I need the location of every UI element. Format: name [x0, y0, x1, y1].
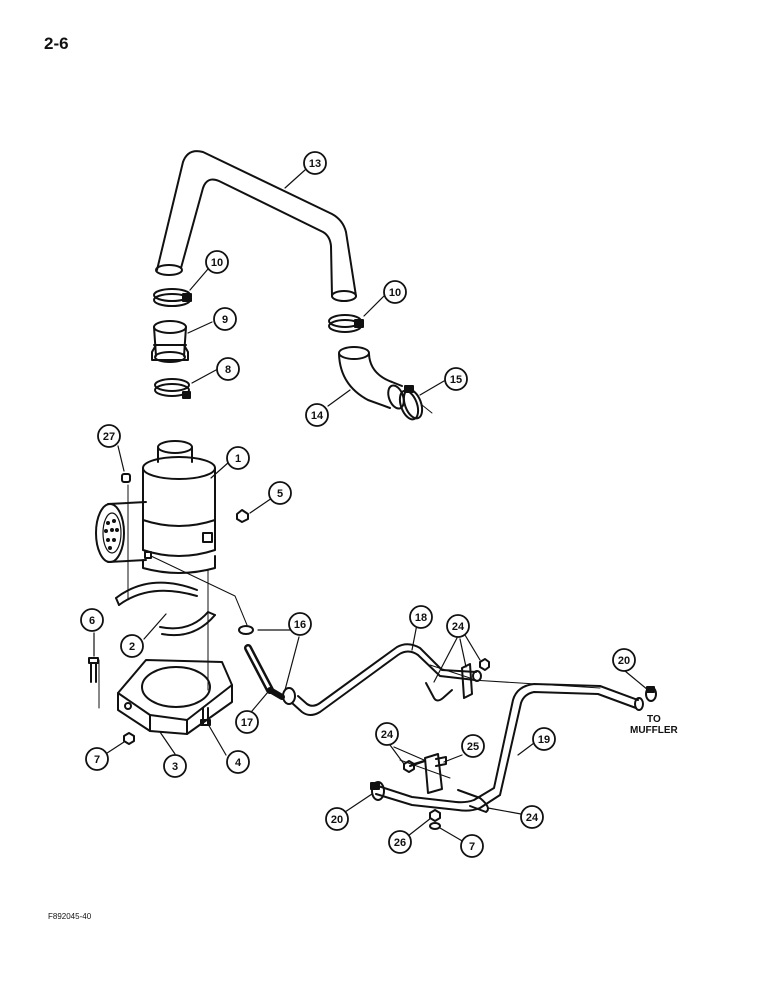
svg-text:15: 15: [450, 374, 462, 386]
callout-5: 5: [268, 481, 292, 505]
destination-line2: MUFFLER: [630, 725, 678, 736]
callout-7-right: 7: [460, 834, 484, 858]
callout-8: 8: [216, 357, 240, 381]
figure-code: F892045-40: [48, 912, 92, 921]
svg-text:24: 24: [381, 729, 394, 741]
leader-lines: [93, 169, 649, 843]
svg-text:13: 13: [309, 158, 321, 170]
callout-16: 16: [288, 612, 312, 636]
svg-text:27: 27: [103, 431, 115, 443]
callout-20-muffler: 20: [612, 648, 636, 672]
clip-lower: [403, 760, 425, 773]
air-intake-pipe: [155, 150, 357, 302]
bolt: [88, 657, 99, 683]
bracket: [409, 753, 447, 794]
callout-25: 25: [461, 734, 485, 758]
svg-text:10: 10: [211, 257, 223, 269]
svg-text:20: 20: [331, 814, 343, 826]
mounting-plate: [117, 659, 233, 735]
washer-right: [429, 822, 441, 830]
svg-text:14: 14: [311, 410, 324, 422]
callout-9: 9: [213, 307, 237, 331]
svg-text:1: 1: [235, 453, 241, 465]
callout-24-ubolt: 24: [520, 805, 544, 829]
rubber-elbow: [338, 346, 405, 410]
callout-2: 2: [120, 634, 144, 658]
callout-7-left: 7: [85, 747, 109, 771]
callout-1: 1: [226, 446, 250, 470]
callout-4: 4: [226, 750, 250, 774]
hose-sleeve: [151, 320, 189, 363]
svg-text:26: 26: [394, 837, 406, 849]
callout-24-lower: 24: [375, 722, 399, 746]
callout-10-left: 10: [205, 250, 229, 274]
clip-upper: [425, 658, 490, 702]
callout-18: 18: [409, 605, 433, 629]
svg-text:5: 5: [277, 488, 283, 500]
mounting-band: [115, 581, 216, 637]
svg-text:19: 19: [538, 734, 550, 746]
svg-text:18: 18: [415, 612, 427, 624]
hose: [244, 644, 285, 700]
svg-text:7: 7: [94, 754, 100, 766]
aspirator-tube: [291, 643, 482, 716]
hose-clamp-right: [328, 314, 364, 333]
lower-hose-clamp: [154, 378, 191, 399]
svg-text:25: 25: [467, 741, 479, 753]
svg-text:24: 24: [526, 812, 539, 824]
nut: [236, 509, 249, 523]
page-number: 2-6: [44, 34, 69, 53]
clamp-lower: [370, 781, 385, 801]
callout-27: 27: [97, 424, 121, 448]
callout-26: 26: [388, 830, 412, 854]
assembly-lines: [98, 484, 601, 779]
destination-line1: TO: [647, 714, 661, 725]
svg-text:9: 9: [222, 314, 228, 326]
callout-14: 14: [305, 403, 329, 427]
callout-10-right: 10: [383, 280, 407, 304]
svg-text:24: 24: [452, 621, 465, 633]
washer-left: [123, 732, 135, 745]
callout-6: 6: [80, 608, 104, 632]
callout-15: 15: [444, 367, 468, 391]
svg-text:8: 8: [225, 364, 231, 376]
callout-19: 19: [532, 727, 556, 751]
svg-text:17: 17: [241, 717, 253, 729]
exhaust-tube: [375, 683, 644, 812]
svg-text:2: 2: [129, 641, 135, 653]
callout-13: 13: [303, 151, 327, 175]
callout-20-lower: 20: [325, 807, 349, 831]
svg-text:16: 16: [294, 619, 306, 631]
callout-24-upper: 24: [446, 614, 470, 638]
svg-text:4: 4: [235, 757, 242, 769]
elbow-clamp: [398, 385, 433, 421]
nut-lower: [429, 809, 441, 822]
svg-text:10: 10: [389, 287, 401, 299]
svg-text:7: 7: [469, 841, 475, 853]
bolt-plate: [200, 707, 211, 726]
callout-3: 3: [163, 754, 187, 778]
destination-label: TO MUFFLER: [630, 714, 678, 736]
svg-text:3: 3: [172, 761, 178, 773]
restriction-indicator: [121, 473, 131, 483]
callout-group: 13 10 10 9 8 15 14 27 1 5 2 6 16 18 24 2…: [80, 151, 636, 858]
air-cleaner-body: [95, 440, 216, 574]
callout-17: 17: [235, 710, 259, 734]
svg-text:20: 20: [618, 655, 630, 667]
svg-text:6: 6: [89, 615, 95, 627]
hose-clamp-left: [153, 288, 192, 307]
u-bolt: [457, 789, 489, 813]
